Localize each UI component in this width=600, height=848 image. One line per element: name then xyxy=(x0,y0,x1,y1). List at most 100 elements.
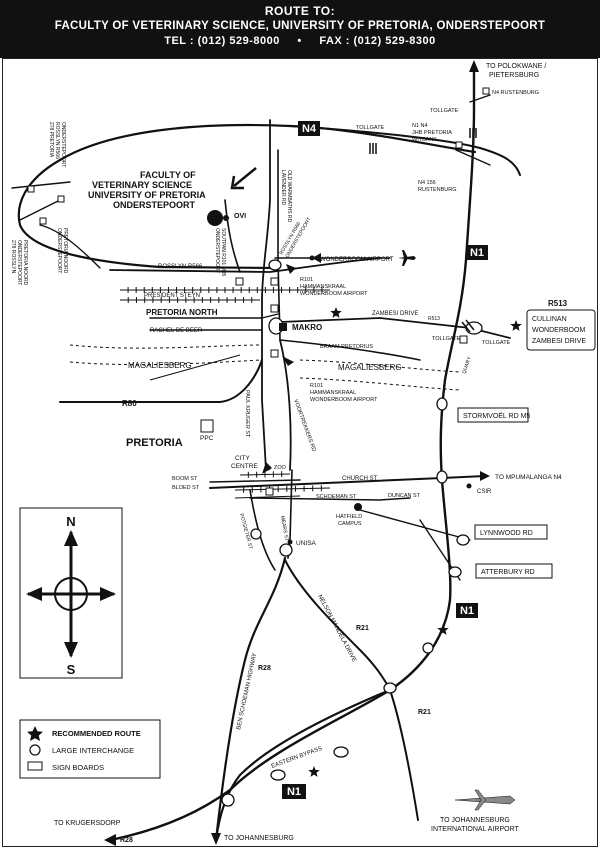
interchange-r28 xyxy=(221,793,235,807)
label-onderstepoort-soutpan-2: SOUTPAN R101 M35 xyxy=(220,228,226,276)
interchange-r21 xyxy=(422,642,434,654)
n4-shield-label: N4 xyxy=(302,123,317,135)
label-r101-lower-3: WONDERBOOM AIRPORT xyxy=(310,397,378,403)
label-nelson-mandela: NELSON MANDELA DRIVE xyxy=(316,594,357,663)
interchange-stormvoel xyxy=(436,397,448,411)
zambesi-drive xyxy=(279,317,511,339)
arrow-r101-upper xyxy=(286,264,296,274)
n1-shield-south-label: N1 xyxy=(287,786,301,798)
compass-north-arrowhead xyxy=(64,530,78,546)
west-feeder-roads xyxy=(11,181,101,269)
label-n1-n4-2: JHB PRETORIA xyxy=(412,130,452,136)
label-to-jhb-airport-1: TO JOHANNESBURG xyxy=(440,817,510,824)
sign-atterbury: ATTERBURY RD xyxy=(481,569,535,576)
rosslyn-r566-road xyxy=(109,257,381,273)
compass: N S xyxy=(19,507,123,679)
n1-shield-mid xyxy=(456,603,478,618)
interchange-lynnwood xyxy=(456,534,470,546)
legend-signboard-icon xyxy=(27,761,43,771)
compass-east-arrowhead xyxy=(100,587,116,601)
contact-line: TEL : (012) 529-8000 • FAX : (012) 529-8… xyxy=(0,32,600,47)
legend-recommended-route: RECOMMENDED ROUTE xyxy=(52,729,141,738)
label-voortrekkers: VOORTREKKERS RD xyxy=(292,399,317,453)
label-to-polokwane-2: PIETERSBURG xyxy=(489,72,539,79)
sign-boards: R513 CULLINAN WONDERBOOM ZAMBESI DRIVE S… xyxy=(457,299,596,579)
legend-sign-boards: SIGN BOARDS xyxy=(52,763,104,772)
sign-lynnwood-board xyxy=(474,524,548,540)
label-schoeman-st: SCHOEMAN ST xyxy=(316,494,357,500)
onderstepoort-road xyxy=(224,199,241,273)
paul-kruger-road xyxy=(261,119,271,471)
interchange-eastern-bypass-1 xyxy=(333,746,349,758)
sign-lynnwood: LYNNWOOD RD xyxy=(480,530,533,537)
compass-south: S xyxy=(67,662,76,677)
label-zoo: ZOO xyxy=(274,465,287,471)
label-wonderboom-airport: WONDERBOOM AIRPORT xyxy=(320,257,394,263)
label-left-278b-2: ONDERSTEPOORT xyxy=(16,240,22,285)
airplane-icon xyxy=(398,250,416,266)
interchange-rosslyn xyxy=(268,259,282,271)
interchange-church xyxy=(436,470,448,484)
label-lavender-1: LAVENDER RD xyxy=(280,170,286,206)
wonderboom-dot xyxy=(309,255,315,261)
recommended-route-star-icon xyxy=(510,320,522,331)
label-quary: QUARY xyxy=(461,355,473,374)
label-president-steyn: PRESIDENT STEYN xyxy=(144,293,200,299)
sign-cullinan-3: ZAMBESI DRIVE xyxy=(532,338,586,345)
legend-large-interchange: LARGE INTERCHANGE xyxy=(52,746,134,755)
ben-schoeman-highway xyxy=(214,556,287,842)
label-left-278b-1: 278 ROSSLYN xyxy=(10,240,16,274)
label-onderstepoort-soutpan-1: ONDERSTEPOORT xyxy=(214,228,220,273)
legend-interchange-icon xyxy=(29,744,41,756)
label-r80: R80 xyxy=(122,399,137,408)
label-city-centre-1: CITY xyxy=(235,455,250,462)
label-to-johannesburg: TO JOHANNESBURG xyxy=(224,835,294,842)
mpumalanga-road xyxy=(441,475,486,479)
destination-line-2: VETERINARY SCIENCE xyxy=(92,180,192,190)
sign-stormvoel: STORMVOËL RD M5 xyxy=(463,412,530,420)
label-magaliesberg-left: MAGALIESBERG xyxy=(128,361,192,370)
label-to-krugersdorp: TO KRUGERSDORP xyxy=(54,820,121,827)
label-boom-st: BOOM ST xyxy=(172,476,198,482)
arrow-polokwane xyxy=(469,60,479,72)
destination-title: FACULTY OF VETERINARY SCIENCE, UNIVERSIT… xyxy=(54,20,546,32)
label-hatfield-1: HATFIELD xyxy=(336,514,362,520)
label-mears: MEARS ST xyxy=(279,515,289,541)
label-r21-lower: R21 xyxy=(418,709,431,716)
label-eastern-bypass: EASTERN BYPASS xyxy=(271,746,323,770)
nelson-mandela-drive xyxy=(284,559,391,691)
legend: RECOMMENDED ROUTE LARGE INTERCHANGE SIGN… xyxy=(19,719,161,779)
schoeman-street xyxy=(249,497,411,501)
ppc-marker xyxy=(200,419,214,433)
church-street xyxy=(209,477,443,489)
n1-shield-south xyxy=(282,784,306,799)
label-n1-n4-3: WITBANK xyxy=(412,137,437,143)
destination-line-4: ONDERSTEPOORT xyxy=(113,200,196,210)
voortrekkers-road xyxy=(279,339,292,471)
faculty-pointer xyxy=(230,167,257,190)
label-left-onderstepoort-2: PRETORIA NOORD xyxy=(62,228,68,274)
compass-west-arrowhead xyxy=(26,587,42,601)
compass-ring xyxy=(54,577,88,611)
label-tollgate-top-right: TOLLGATE xyxy=(430,108,459,114)
label-r101-1: R101 xyxy=(300,277,313,283)
route-map: N4 N1 N1 N1 R513 CULLINAN WONDERBOOM ZAM… xyxy=(10,60,596,846)
label-unisa: UNISA xyxy=(296,540,317,547)
label-tollgate-r513-2: TOLLGATE xyxy=(482,340,511,346)
compass-south-arrowhead xyxy=(64,642,78,658)
r80-road xyxy=(59,359,263,403)
tel-label: TEL : xyxy=(164,35,195,47)
destination-line-1: FACULTY OF xyxy=(140,170,196,180)
n4-loop-road xyxy=(17,123,477,270)
label-to-jhb-airport-2: INTERNATIONAL AIRPORT xyxy=(431,826,519,833)
label-duncan-st: DUNCAN ST xyxy=(388,493,421,499)
label-csir: CSIR xyxy=(477,489,492,495)
recommended-route-star-icon xyxy=(308,766,320,777)
airport-airplane-icon xyxy=(454,789,516,811)
compass-north: N xyxy=(66,514,75,529)
n4-east-road xyxy=(289,125,521,176)
highway-shields: N4 N1 N1 N1 xyxy=(282,121,488,799)
label-n4-156-1: N4 156 xyxy=(418,180,436,186)
makro-marker xyxy=(279,323,287,331)
